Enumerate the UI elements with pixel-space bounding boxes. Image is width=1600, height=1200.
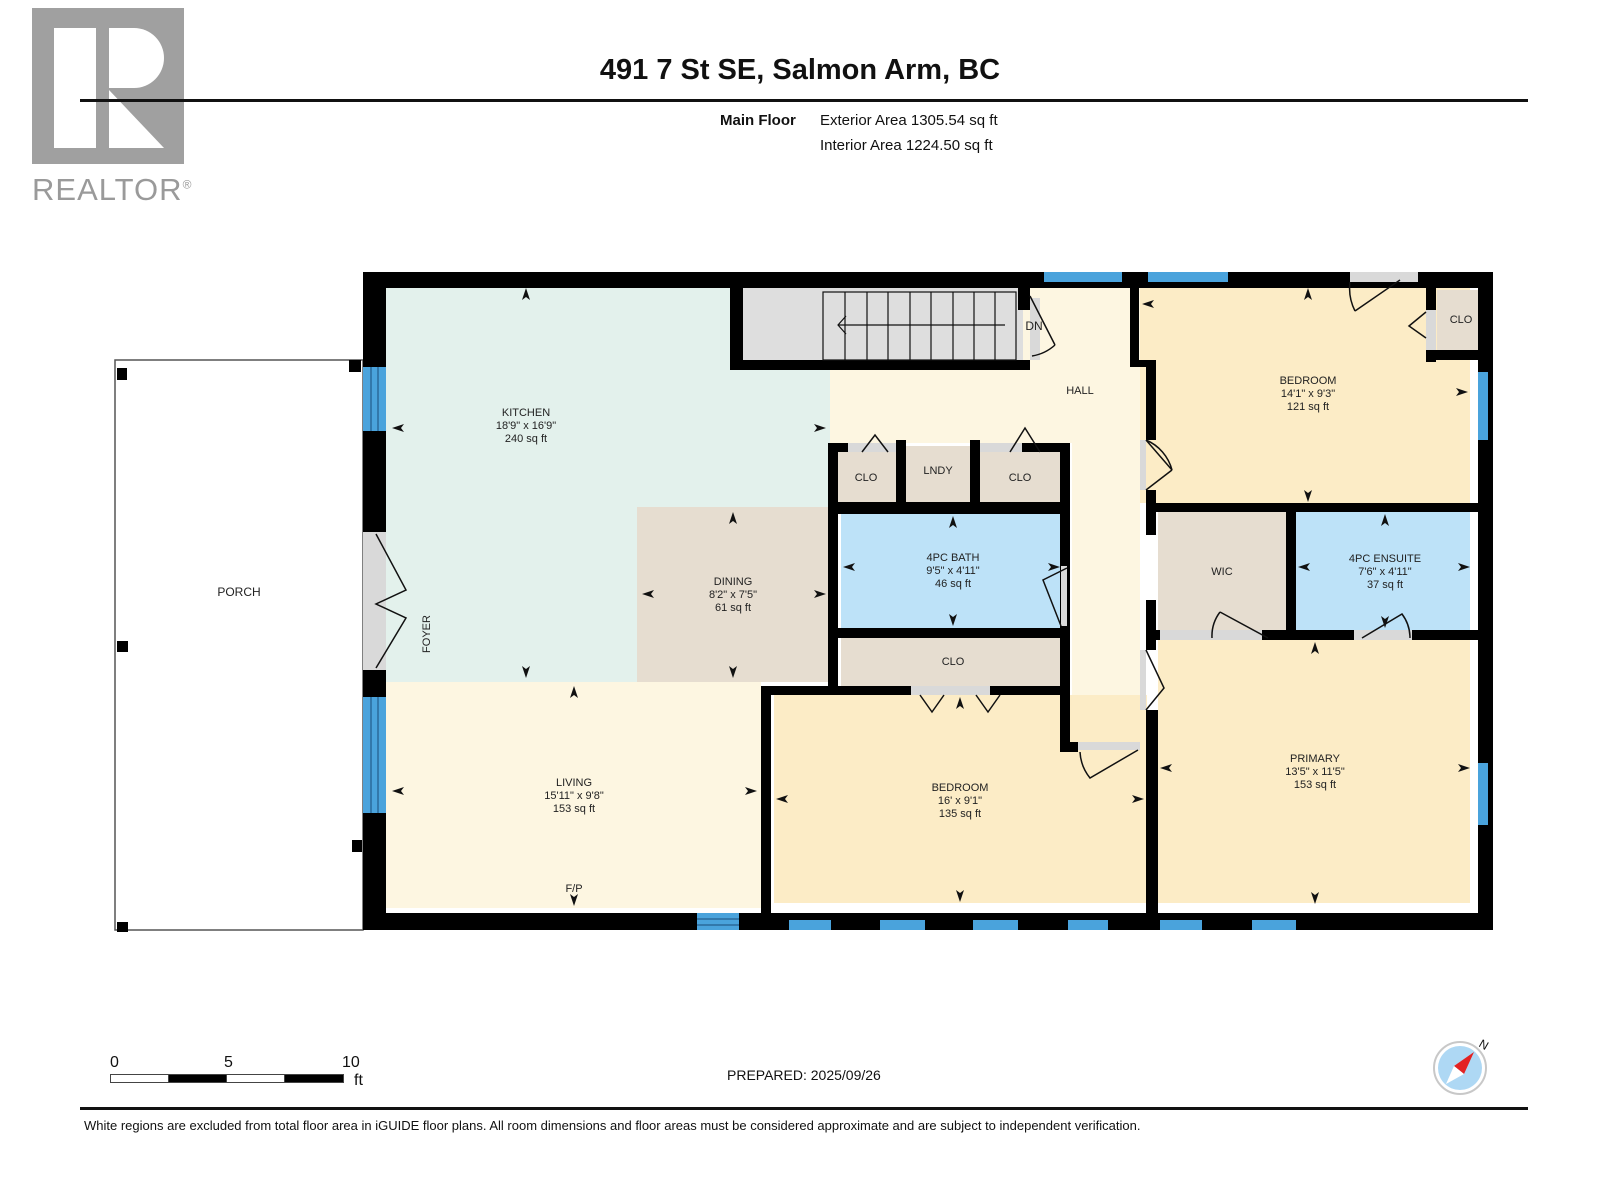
bedroom-1-area: 121 sq ft xyxy=(1287,401,1329,413)
room-bedroom-1[interactable] xyxy=(1140,286,1470,503)
room-labels: KITCHEN 18'9" x 16'9" 240 sq ft DINING 8… xyxy=(421,314,1473,895)
scale-segment xyxy=(284,1074,344,1083)
compass-icon: N xyxy=(1433,1036,1491,1095)
window-mullions xyxy=(370,367,739,926)
room-closet-3[interactable] xyxy=(841,638,1061,686)
porch-label: PORCH xyxy=(217,585,260,599)
bedroom-2-area: 135 sq ft xyxy=(939,808,981,820)
room-closet-4[interactable] xyxy=(1437,290,1481,350)
realtor-logo-mark xyxy=(32,8,184,164)
dining-dims: 8'2" x 7'5" xyxy=(709,589,757,601)
living-dims: 15'11" x 9'8" xyxy=(544,790,604,802)
primary-area: 153 sq ft xyxy=(1294,779,1336,791)
primary-label: PRIMARY xyxy=(1290,753,1341,765)
bath-label: 4PC BATH xyxy=(927,552,980,564)
bath-area: 46 sq ft xyxy=(935,578,971,590)
closet-3-label: CLO xyxy=(942,656,965,668)
door-swings xyxy=(374,279,1427,779)
bath-dims: 9'5" x 4'11" xyxy=(926,565,979,577)
floor-label: Main Floor xyxy=(720,112,796,129)
ensuite-area: 37 sq ft xyxy=(1367,579,1403,591)
scale-segment xyxy=(226,1074,286,1083)
closet-4-label: CLO xyxy=(1450,314,1473,326)
realtor-wordmark: REALTOR® xyxy=(32,172,193,207)
hall-label: HALL xyxy=(1066,385,1094,397)
scale-label-0: 0 xyxy=(110,1054,119,1071)
door-openings xyxy=(363,272,1436,750)
page-title: 491 7 St SE, Salmon Arm, BC xyxy=(599,54,1001,86)
bedroom-1-dims: 14'1" x 9'3" xyxy=(1281,388,1335,400)
prepared-date: PREPARED: 2025/09/26 xyxy=(727,1067,881,1083)
kitchen-label: KITCHEN xyxy=(502,407,550,419)
scale-unit: ft xyxy=(354,1072,363,1089)
stairs[interactable] xyxy=(743,288,1023,360)
primary-dims: 13'5" x 11'5" xyxy=(1285,766,1345,778)
dining-area: 61 sq ft xyxy=(715,602,751,614)
dining-label: DINING xyxy=(714,576,753,588)
front-door-icon xyxy=(374,533,408,669)
scale-label-5: 5 xyxy=(224,1054,233,1071)
exterior-area: Exterior Area 1305.54 sq ft xyxy=(820,112,998,129)
kitchen-area: 240 sq ft xyxy=(505,433,547,445)
bedroom-2-label: BEDROOM xyxy=(932,782,989,794)
bedroom-1-label: BEDROOM xyxy=(1280,375,1337,387)
scale-segment xyxy=(110,1074,170,1083)
staircase[interactable] xyxy=(822,291,1017,361)
room-laundry[interactable] xyxy=(906,446,970,502)
room-dining[interactable] xyxy=(637,507,830,682)
interior-area: Interior Area 1224.50 sq ft xyxy=(820,137,993,154)
room-primary[interactable] xyxy=(1158,640,1472,908)
realtor-r-icon xyxy=(54,28,164,148)
ensuite-dims: 7'6" x 4'11" xyxy=(1358,566,1411,578)
bedroom-2-dims: 16' x 9'1" xyxy=(938,795,982,807)
foyer-label: FOYER xyxy=(421,615,433,653)
stairs-down-label: DN xyxy=(1025,319,1042,333)
scale-label-10: 10 xyxy=(342,1054,360,1071)
living-area: 153 sq ft xyxy=(553,803,595,815)
room-porch[interactable]: PORCH xyxy=(114,359,364,932)
laundry-label: LNDY xyxy=(923,465,953,477)
room-wic[interactable] xyxy=(1158,512,1286,630)
living-label: LIVING xyxy=(556,777,592,789)
kitchen-dims: 18'9" x 16'9" xyxy=(496,420,556,432)
room-living[interactable] xyxy=(386,682,761,908)
fireplace-label: F/P xyxy=(565,883,582,895)
wic-label: WIC xyxy=(1211,566,1232,578)
room-bedroom-2[interactable] xyxy=(774,695,1147,903)
dimension-markers xyxy=(392,288,1470,906)
room-bath[interactable] xyxy=(841,514,1061,628)
disclaimer-text: White regions are excluded from total fl… xyxy=(84,1118,1141,1133)
title-divider xyxy=(80,99,1528,102)
windows xyxy=(363,272,1488,930)
scale-segment xyxy=(168,1074,228,1083)
room-ensuite[interactable] xyxy=(1296,512,1472,630)
footer-divider xyxy=(80,1107,1528,1110)
closet-2-label: CLO xyxy=(1009,472,1032,484)
room-closet-2[interactable] xyxy=(980,452,1060,502)
room-closet-1[interactable] xyxy=(838,452,896,502)
closet-1-label: CLO xyxy=(855,472,878,484)
ensuite-label: 4PC ENSUITE xyxy=(1349,553,1421,565)
